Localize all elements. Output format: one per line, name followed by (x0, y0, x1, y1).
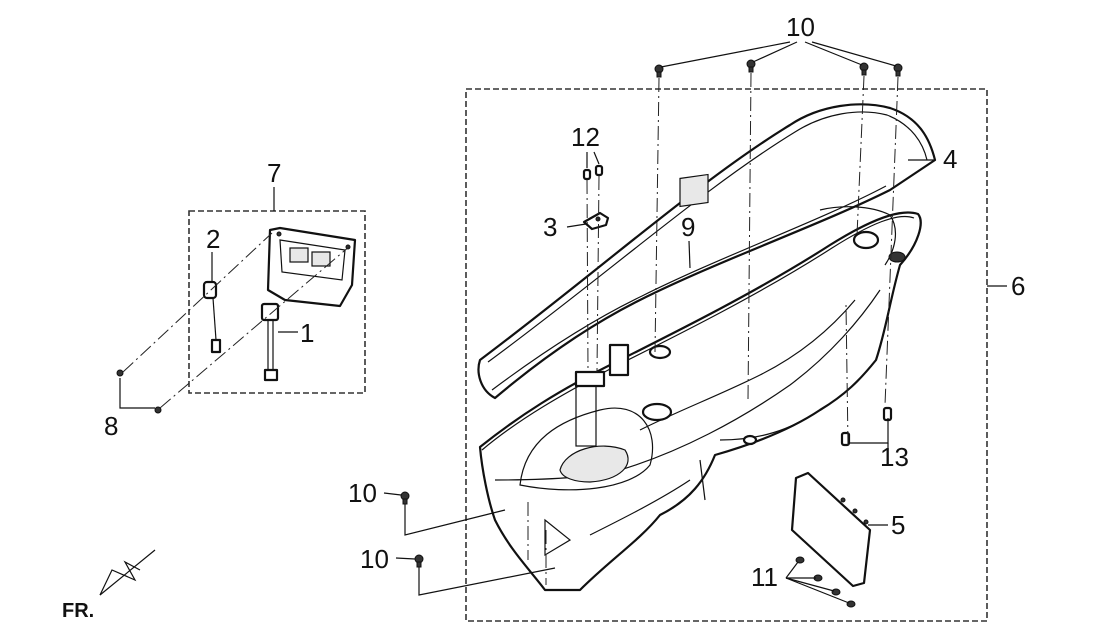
callout-11: 11 (751, 562, 778, 592)
callout-5: 5 (891, 510, 905, 540)
callout-2: 2 (206, 224, 220, 254)
screw-part (116, 369, 162, 414)
callout-13: 13 (880, 442, 909, 472)
seal-gasket-part (477, 103, 937, 400)
label-sticker-part (679, 173, 709, 208)
callout-10-top: 10 (786, 12, 815, 42)
socket-part-2 (202, 280, 222, 354)
leader-lines (119, 41, 1007, 604)
callout-9: 9 (681, 212, 695, 242)
clip-part (840, 406, 893, 447)
callout-7: 7 (267, 158, 281, 188)
callout-10-left-upper: 10 (348, 478, 377, 508)
group-box-socket-assembly (188, 210, 366, 394)
assembly-lines (122, 72, 899, 596)
callout-12: 12 (571, 122, 600, 152)
plate-part (790, 471, 872, 588)
socket-cover-panel-part (266, 226, 357, 308)
luggage-box-part (478, 206, 922, 592)
front-marker-label: FR. (62, 600, 94, 622)
callout-8: 8 (104, 411, 118, 441)
callout-10-left-lower: 10 (360, 544, 389, 574)
front-direction-arrow-icon (99, 549, 156, 596)
callout-6: 6 (1011, 271, 1025, 301)
callout-1: 1 (300, 318, 314, 348)
nut-part (582, 164, 604, 181)
bolt-part (400, 59, 903, 568)
callout-4: 4 (943, 144, 957, 174)
callout-3: 3 (543, 212, 557, 242)
socket-part-1 (260, 302, 280, 382)
group-box-luggage-box (465, 88, 988, 622)
small-nut-part (795, 556, 856, 608)
